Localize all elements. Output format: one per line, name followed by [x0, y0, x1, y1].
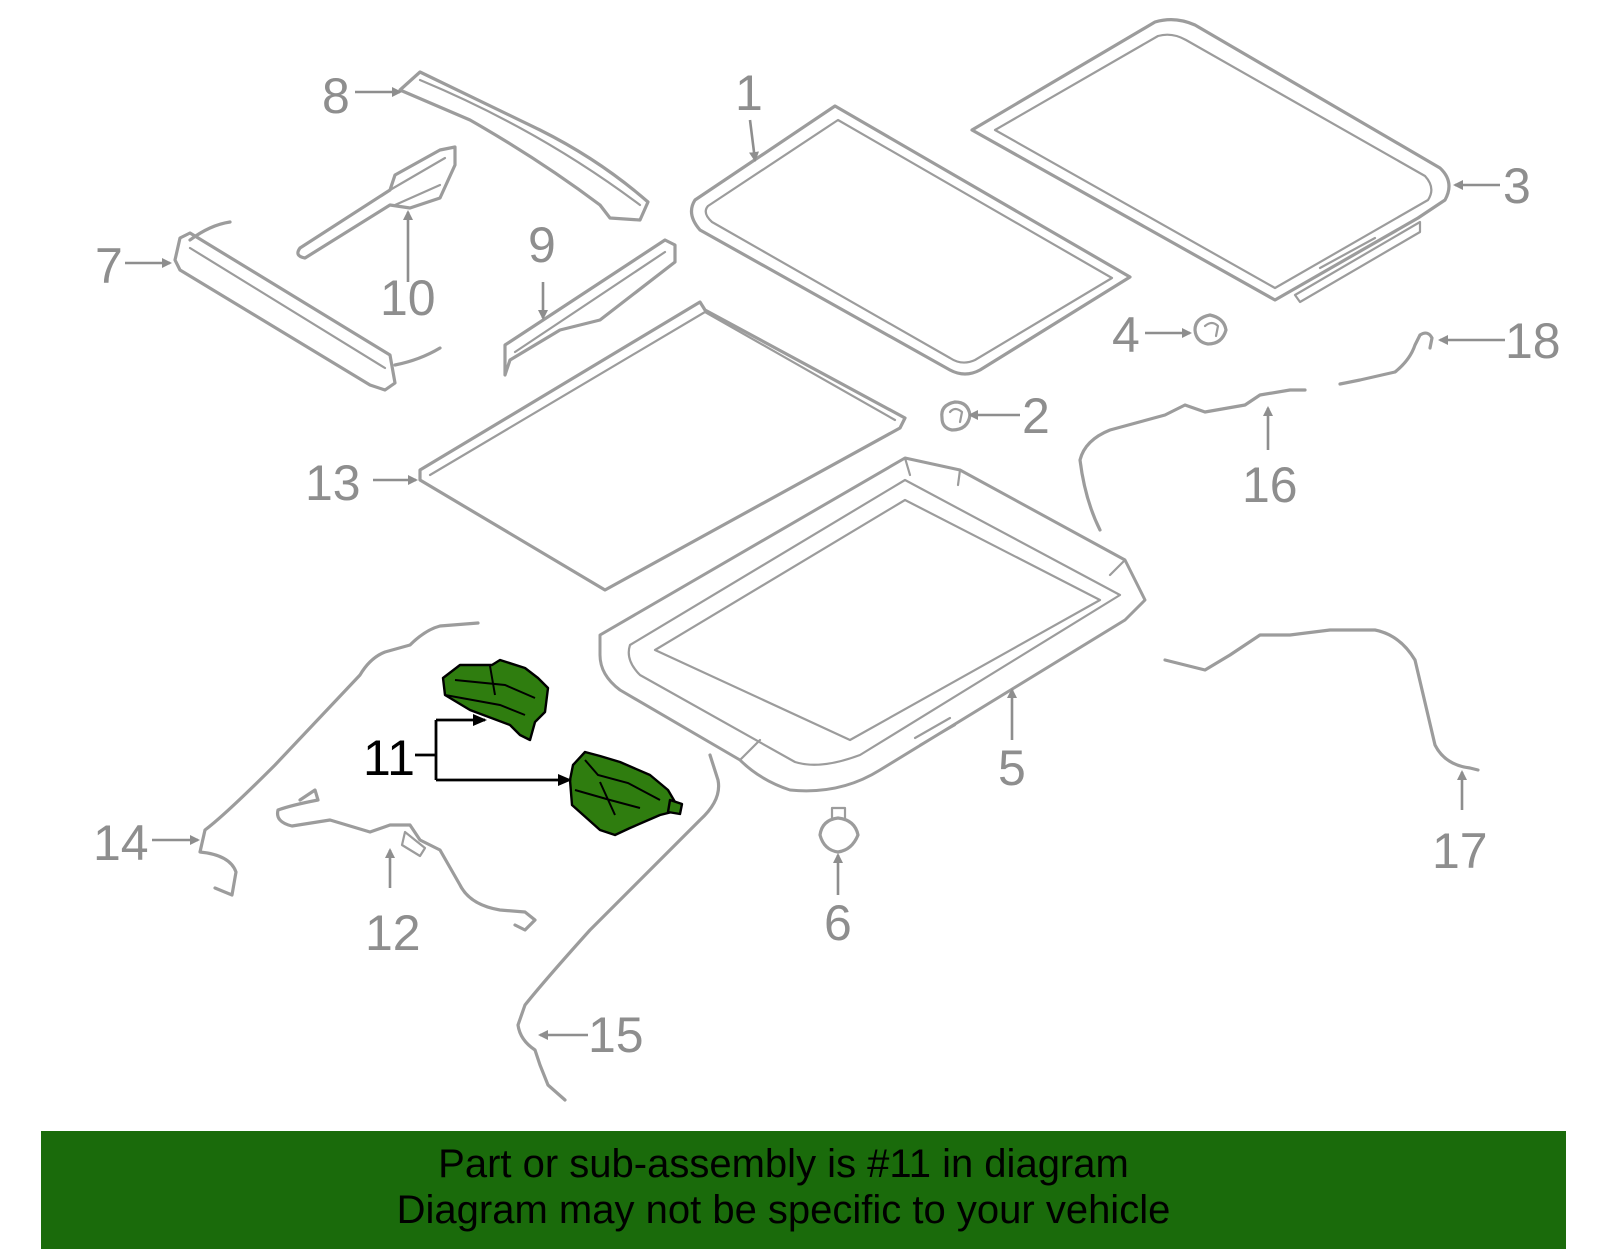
- callout-4: 4: [1112, 307, 1140, 363]
- part-4-grommet: [1193, 313, 1228, 346]
- part-8-deflector: [398, 70, 650, 222]
- callout-17: 17: [1432, 823, 1488, 879]
- banner-line-disclaimer: Diagram may not be specific to your vehi…: [396, 1188, 1171, 1232]
- part-2-grommet: [940, 400, 972, 432]
- callout-13: 13: [305, 455, 361, 511]
- callout-14: 14: [93, 815, 149, 871]
- callout-11: 11: [363, 730, 415, 786]
- part-11-sunroof-motor: [441, 658, 684, 837]
- callout-8: 8: [322, 68, 350, 124]
- callout-5: 5: [998, 740, 1026, 796]
- part-5-sunroof-frame: [598, 456, 1147, 793]
- leader-lines: [125, 87, 1505, 1040]
- part-17-drain-tube: [1163, 628, 1480, 772]
- callout-18: 18: [1505, 313, 1561, 369]
- part-6-fastener: [818, 806, 860, 854]
- part-7-deflector-bar: [173, 220, 442, 392]
- part-11-motor-lower: [568, 750, 684, 837]
- callout-12: 12: [365, 905, 421, 961]
- banner-line-part-number: Part or sub-assembly is #11 in diagram: [438, 1142, 1129, 1186]
- callout-3: 3: [1503, 158, 1531, 214]
- callout-2: 2: [1022, 388, 1050, 444]
- part-10-bracket: [296, 145, 457, 260]
- callout-7: 7: [95, 238, 123, 294]
- callout-9: 9: [528, 217, 556, 273]
- banner-background: [41, 1131, 1566, 1249]
- part-3-outer-frame: [970, 18, 1451, 304]
- callout-16: 16: [1242, 457, 1298, 513]
- callout-10: 10: [380, 270, 436, 326]
- callout-1: 1: [735, 65, 763, 121]
- info-banner: Part or sub-assembly is #11 in diagram D…: [41, 1131, 1566, 1249]
- callout-15: 15: [588, 1007, 644, 1063]
- part-16-drain-tube: [1078, 388, 1307, 532]
- part-12-wiring-harness: [275, 788, 537, 932]
- part-15-drain-tube: [516, 753, 721, 1102]
- callout-6: 6: [824, 895, 852, 951]
- part-14-drain-tube: [198, 621, 480, 897]
- part-18-hose-end: [1338, 331, 1434, 386]
- part-1-glass-panel: [689, 104, 1132, 376]
- part-13-sunshade: [418, 300, 907, 592]
- callout-labels: 1 2 3 4 5 6 7 8 9 10 11 12 13 14 15 16 1…: [93, 65, 1561, 1063]
- part-11-motor-upper: [441, 658, 550, 742]
- part-9-rail: [503, 238, 677, 377]
